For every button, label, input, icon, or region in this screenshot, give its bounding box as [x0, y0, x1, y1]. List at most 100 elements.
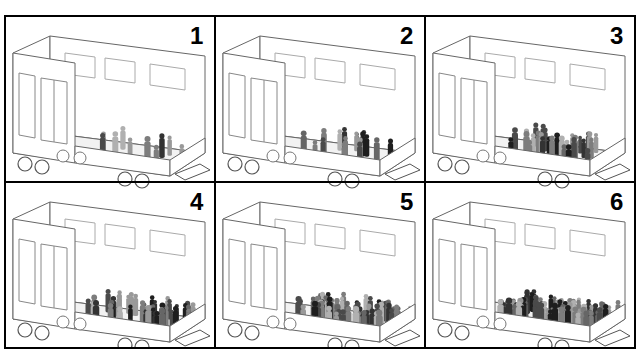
passenger-head [533, 123, 538, 128]
passenger-head [582, 138, 586, 142]
passenger-head [129, 292, 134, 297]
panel-number: 2 [398, 24, 415, 48]
car-front [18, 304, 210, 349]
passenger-head [374, 303, 379, 308]
train-car [13, 202, 210, 349]
passenger-head [549, 295, 553, 299]
passenger-head [327, 297, 332, 302]
passenger-head [585, 148, 590, 153]
passenger-head [150, 295, 155, 300]
passenger-head [557, 299, 562, 304]
passenger-figure [167, 136, 172, 156]
passenger-body [337, 133, 342, 150]
passenger-head [86, 299, 91, 304]
panel-number: 6 [608, 190, 625, 214]
passenger-head [360, 131, 365, 136]
passenger-head [593, 303, 598, 308]
passenger-head [145, 305, 151, 311]
passenger-head [594, 133, 598, 137]
passenger-head [353, 306, 359, 312]
passenger-body [159, 138, 165, 158]
passenger-head [554, 133, 560, 139]
passenger-head [498, 299, 504, 305]
passenger-head [153, 300, 157, 304]
passenger-figure [342, 127, 347, 150]
passenger-head [524, 131, 530, 137]
passenger-head [120, 126, 125, 131]
panel-number: 4 [188, 190, 205, 214]
passenger-head [565, 140, 570, 145]
passenger-head [296, 296, 302, 302]
passenger-head [540, 136, 545, 141]
passenger-head [117, 290, 121, 294]
passenger-head [552, 303, 558, 309]
passenger-head [386, 303, 391, 308]
passenger-head [534, 296, 539, 301]
passenger-body [594, 137, 599, 153]
passenger-head [128, 138, 133, 143]
passenger-body [120, 131, 125, 150]
passenger-head [133, 294, 138, 299]
passenger-head [576, 300, 580, 304]
car-front [18, 138, 210, 188]
train-car [433, 36, 630, 188]
passenger-head [533, 295, 538, 300]
passenger-head [180, 144, 185, 149]
passenger-head [566, 144, 572, 150]
passenger-head [168, 136, 172, 140]
passenger-head [527, 140, 532, 145]
passenger-head [340, 297, 344, 301]
passenger-head [345, 301, 350, 306]
car-front [228, 304, 420, 349]
passenger-head [368, 296, 373, 301]
passenger-head [334, 311, 339, 316]
passenger-head [128, 305, 132, 309]
passenger-head [340, 309, 345, 314]
passenger-head [167, 299, 171, 303]
panel-number: 3 [608, 24, 625, 48]
passenger-head [506, 298, 512, 304]
passenger-head [508, 137, 513, 142]
passenger-head [597, 307, 602, 312]
passenger-head [603, 304, 608, 309]
passenger-head [571, 137, 576, 142]
passenger-head [117, 294, 122, 299]
passenger-figure [159, 133, 165, 158]
passenger-head [589, 304, 593, 308]
passenger-head [389, 308, 394, 313]
passenger-figure [337, 129, 342, 150]
passenger-head [312, 301, 318, 307]
passenger-head [159, 308, 165, 314]
passenger-head [361, 310, 366, 315]
passenger-head [154, 145, 159, 150]
passenger-head [516, 301, 522, 307]
passenger-body [167, 139, 172, 155]
passenger-head [549, 136, 554, 141]
passenger-head [301, 304, 306, 309]
passenger-head [364, 294, 369, 299]
passenger-head [584, 311, 590, 317]
passenger-head [366, 303, 371, 308]
panel-number: 5 [398, 190, 415, 214]
passenger-head [117, 306, 122, 311]
passenger-head [562, 144, 567, 149]
passenger-head [346, 306, 351, 311]
passenger-head [357, 142, 362, 147]
passenger-head [573, 307, 578, 312]
passenger-head [145, 136, 151, 142]
passenger-head [377, 310, 383, 316]
passenger-head [343, 136, 348, 141]
car-front [228, 138, 420, 188]
train-car [223, 202, 420, 349]
passenger-head [559, 307, 565, 313]
passenger-head [376, 310, 382, 316]
passenger-head [100, 133, 105, 138]
passenger-head [587, 131, 592, 136]
passenger-head [559, 136, 565, 142]
train-car [433, 202, 630, 349]
passenger-head [531, 133, 536, 138]
passenger-head [321, 137, 326, 142]
train-car [13, 36, 210, 188]
passenger-head [113, 131, 119, 137]
